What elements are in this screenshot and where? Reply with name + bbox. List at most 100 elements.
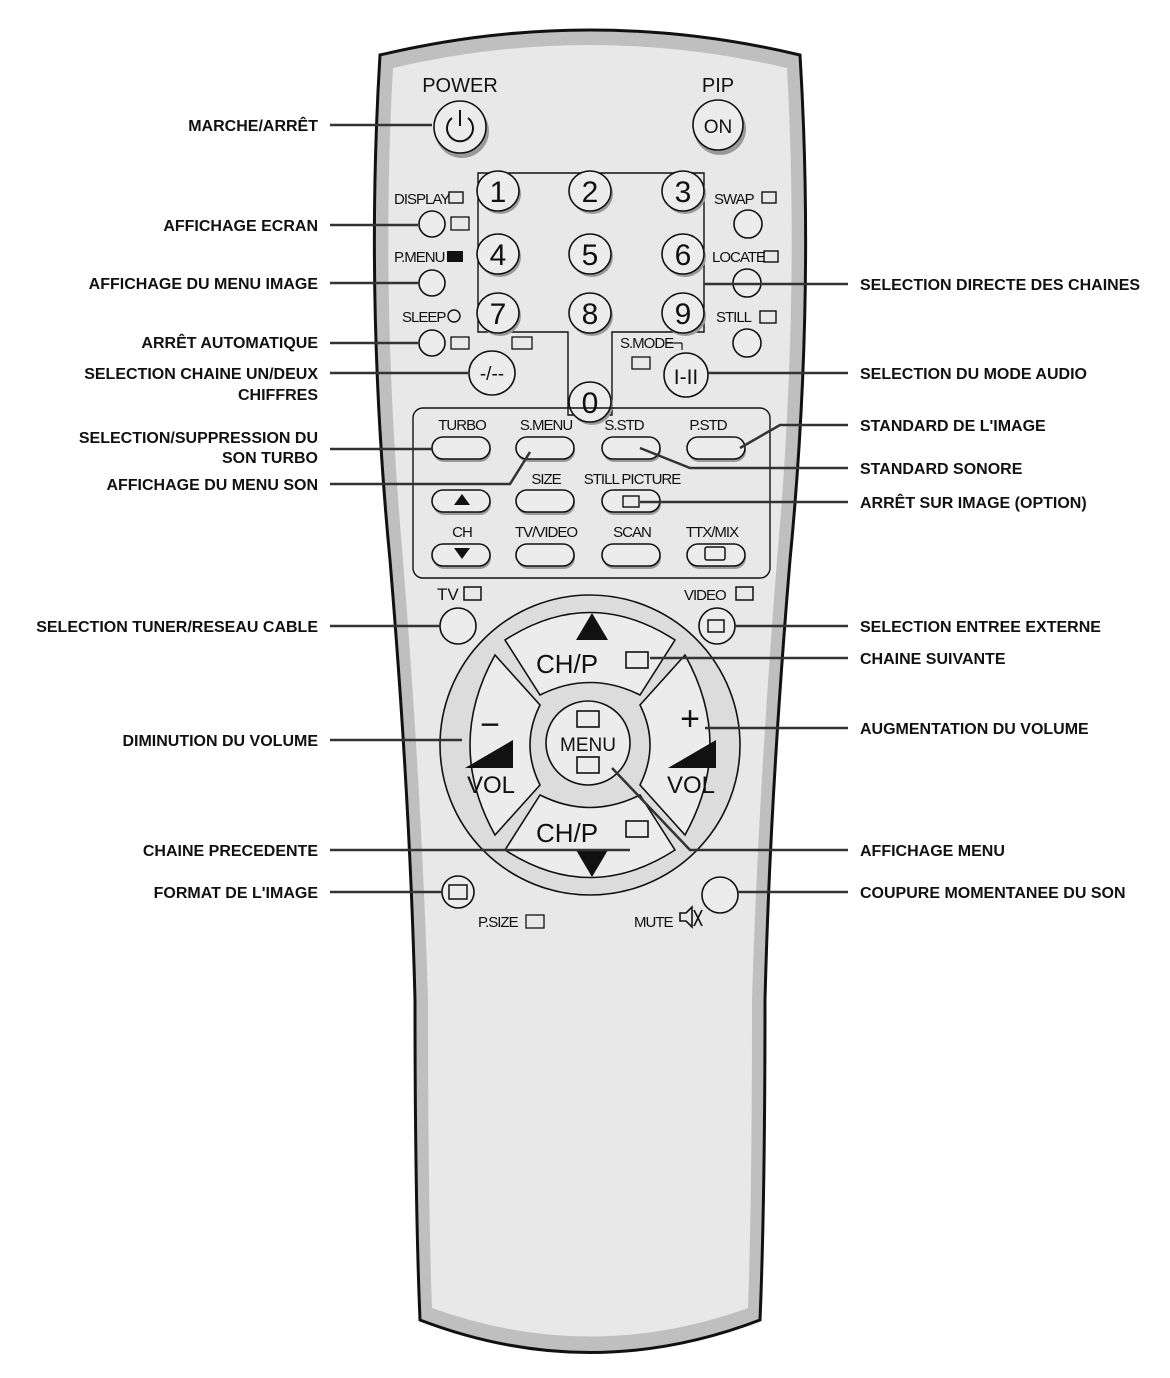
sstd-button[interactable] [601,436,661,460]
power-label: POWER [422,75,498,97]
smode-label: S.MODE [620,335,674,352]
size-label: SIZE [531,471,561,488]
callout-selection-directe: SELECTION DIRECTE DES CHAINES [860,277,1140,294]
digit-button-9[interactable] [661,292,705,334]
video-button[interactable] [698,607,736,645]
mute-button[interactable] [701,876,739,914]
pip-on-button[interactable] [692,99,744,151]
mute-speaker-icon [679,905,703,929]
ttxmix-label: TTX/MIX [686,524,739,541]
digit-button-4[interactable] [476,233,520,275]
swap-button[interactable] [733,209,763,239]
digit-button-7[interactable] [476,292,520,334]
digit-button-1[interactable] [476,170,520,212]
vol-down-label: VOL [467,772,515,799]
callout-standard-image: STANDARD DE L'IMAGE [860,418,1046,435]
audio-mode-label: I-II [674,366,699,389]
callout-standard-sonore: STANDARD SONORE [860,461,1023,478]
ch-down-icon [454,548,470,559]
still-button[interactable] [732,328,762,358]
locate-label: LOCATE [712,249,766,266]
digit-label: 4 [490,239,507,272]
digit-label: 3 [675,176,692,209]
ch-up-button[interactable] [503,611,677,697]
ch-down-arrow-icon [576,850,608,877]
sleep-label: SLEEP [402,309,446,326]
psize-icon [448,884,468,900]
callout-mode-audio: SELECTION DU MODE AUDIO [860,366,1087,383]
volume-up-icon [668,740,716,768]
ttxmix-button[interactable] [686,543,746,567]
digit-label: 8 [582,298,599,331]
smenu-button[interactable] [515,436,575,460]
pstd-label: P.STD [689,417,727,434]
callout-leaders [330,123,848,894]
function-panel [412,407,771,579]
menu-button[interactable] [545,700,631,786]
callout-augmentation-volume: AUGMENTATION DU VOLUME [860,721,1089,738]
digit-label: 9 [675,298,692,331]
scan-button[interactable] [601,543,661,567]
callout-selection-suppression: SELECTION/SUPPRESSION DU [79,430,318,447]
sstd-label: S.STD [604,417,644,434]
one-two-digit-button[interactable] [468,350,516,396]
callout-affichage-menu-image: AFFICHAGE DU MENU IMAGE [89,276,319,293]
callout-son-turbo: SON TURBO [222,450,318,467]
callout-chaine-precedente: CHAINE PRECEDENTE [143,843,318,860]
volume-up-button[interactable] [639,653,711,837]
menu-info-icon [576,756,600,774]
power-button[interactable] [433,100,487,154]
callout-chiffres: CHIFFRES [238,387,318,404]
tv-icon [463,586,482,601]
pip-on-label: ON [704,117,733,138]
size-button[interactable] [515,489,575,513]
picture-menu-icon [447,251,463,262]
psize-text-icon [525,914,545,929]
sleep-button[interactable] [418,329,446,357]
digit-label: 1 [490,176,507,209]
still-icon [759,310,777,324]
audio-mode-button[interactable] [663,352,709,398]
digit-label: 5 [582,239,599,272]
pmenu-label: P.MENU [394,249,445,266]
scan-label: SCAN [613,524,651,541]
psize-button[interactable] [441,875,475,909]
digit-button-5[interactable] [568,233,612,275]
left-callouts: MARCHE/ARRÊT AFFICHAGE ECRAN AFFICHAGE D… [36,116,318,902]
vol-up-label: VOL [667,772,715,799]
digit-button-2[interactable] [568,170,612,212]
turbo-button[interactable] [431,436,491,460]
pmenu-button[interactable] [418,269,446,297]
digit-button-0[interactable] [568,381,612,423]
tvvideo-button[interactable] [515,543,575,567]
digit-label: 7 [490,298,507,331]
callout-format-image: FORMAT DE L'IMAGE [154,885,319,902]
plus-sign: + [680,700,700,738]
callout-arret-sur-image: ARRÊT SUR IMAGE (OPTION) [860,493,1087,512]
callout-selection-chaine: SELECTION CHAINE UN/DEUX [84,366,318,383]
digit-label: 0 [582,387,599,420]
still-picture-icon [622,495,640,508]
ch-down-button[interactable] [503,793,677,879]
callout-diminution-volume: DIMINUTION DU VOLUME [122,733,318,750]
chp-up-label: CH/P [536,649,598,679]
ch-label: CH [452,524,472,541]
locate-icon [763,250,779,263]
tv-button[interactable] [439,607,477,645]
digit-button-8[interactable] [568,292,612,334]
tvvideo-label: TV/VIDEO [515,524,577,541]
callout-chaine-suivante: CHAINE SUIVANTE [860,651,1006,668]
teletext-icon [704,546,726,561]
digit-button-6[interactable] [661,233,705,275]
ch-up-icon [454,494,470,505]
chp-down-icon [625,820,649,838]
display-icon [448,191,464,204]
dash-text-icon [511,336,533,350]
digit-label: 2 [582,176,599,209]
display-button[interactable] [418,210,446,238]
external-input-icon [707,619,725,633]
digit-button-3[interactable] [661,170,705,212]
display-label: DISPLAY [394,191,450,208]
pstd-button[interactable] [686,436,746,460]
